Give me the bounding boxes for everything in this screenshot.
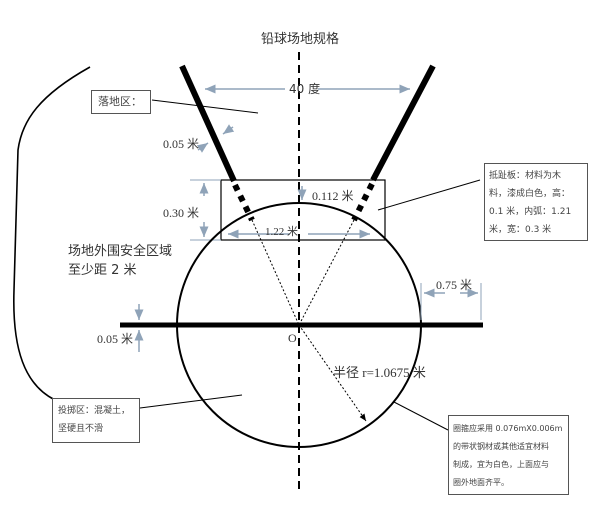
sector-line-right xyxy=(370,64,436,182)
board-arc-offset-label: 0.112 米 xyxy=(312,189,354,203)
stop-board-leader xyxy=(377,179,481,211)
angle-label: 40 度 xyxy=(289,82,321,96)
board-width-label: 1.22 米 xyxy=(265,226,298,238)
line-extension-label: 0.75 米 xyxy=(436,278,473,292)
sector-line-left xyxy=(179,64,237,183)
sector-dotted-right xyxy=(298,219,355,326)
circle-ring-note: 圈箍应采用 0.076mX0.006m 的带状钢材或其他适宜材料 制成，宜为白色… xyxy=(448,415,569,495)
throwing-area-leader xyxy=(139,394,243,409)
circle-ring-leader xyxy=(393,401,449,431)
throwing-area-note: 投掷区：混凝土， 坚硬且不滑 xyxy=(52,398,140,443)
radius-arrow xyxy=(298,324,367,422)
line-width-label: 0.05 米 xyxy=(97,332,134,346)
landing-zone-leader xyxy=(151,99,259,114)
center-label: O xyxy=(288,331,297,345)
diagram-title: 铅球场地规格 xyxy=(261,32,340,47)
sector-dotted-left xyxy=(251,219,300,326)
sector-line-right-dashed xyxy=(351,182,375,222)
stop-board xyxy=(220,179,386,241)
safety-zone-label: 场地外围安全区域 至少距 2 米 xyxy=(68,244,173,278)
stop-board-note: 抵趾板：材料为木 料，漆成白色，高： 0.1 米，内弧：1.21 米，宽：0.3… xyxy=(484,163,588,241)
sector-line-left-dashed xyxy=(232,183,255,222)
board-thickness-label: 0.05 米 xyxy=(163,137,200,151)
landing-zone-label: 落地区： xyxy=(98,95,142,108)
landing-zone-box: 落地区： xyxy=(91,90,151,114)
radius-label: 半径 r=1.0675 米 xyxy=(333,365,426,380)
board-height-label: 0.30 米 xyxy=(163,206,200,220)
